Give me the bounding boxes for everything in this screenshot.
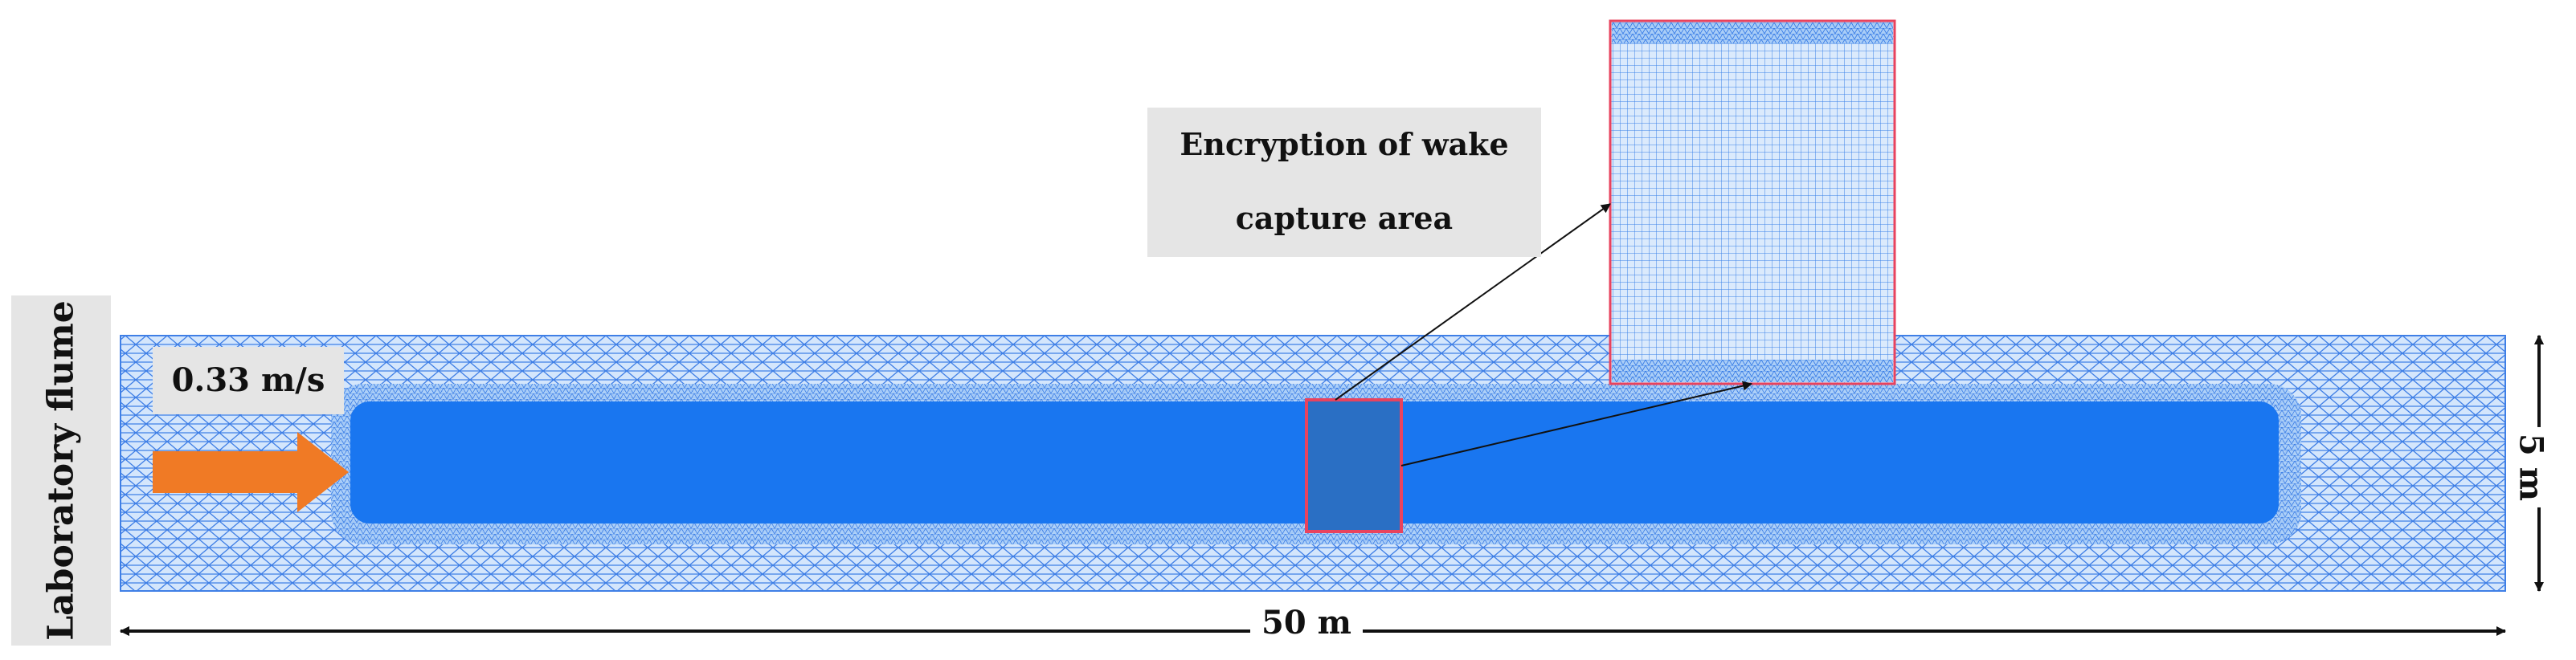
inflow-speed-label: 0.33 m/s [153, 347, 344, 414]
zoom-inset-bottom-band [1612, 360, 1893, 382]
leader-line-top [1335, 203, 1611, 401]
zoom-inset [1609, 19, 1896, 385]
callout-line-2: capture area [1235, 200, 1454, 236]
side-label: Laboratory flume [40, 300, 82, 641]
callout-line-1: Encryption of wake [1180, 126, 1509, 162]
length-dimension-label: 50 m [1250, 604, 1363, 642]
zoom-inset-top-band [1612, 22, 1893, 43]
height-dimension-label: 5 m [2512, 426, 2550, 508]
side-label-box: Laboratory flume [11, 295, 111, 646]
inflow-arrow [153, 432, 349, 512]
callout-box: Encryption of wake capture area [1147, 108, 1541, 257]
wake-capture-region [1305, 398, 1403, 533]
leader-line-bottom [1400, 381, 1752, 466]
